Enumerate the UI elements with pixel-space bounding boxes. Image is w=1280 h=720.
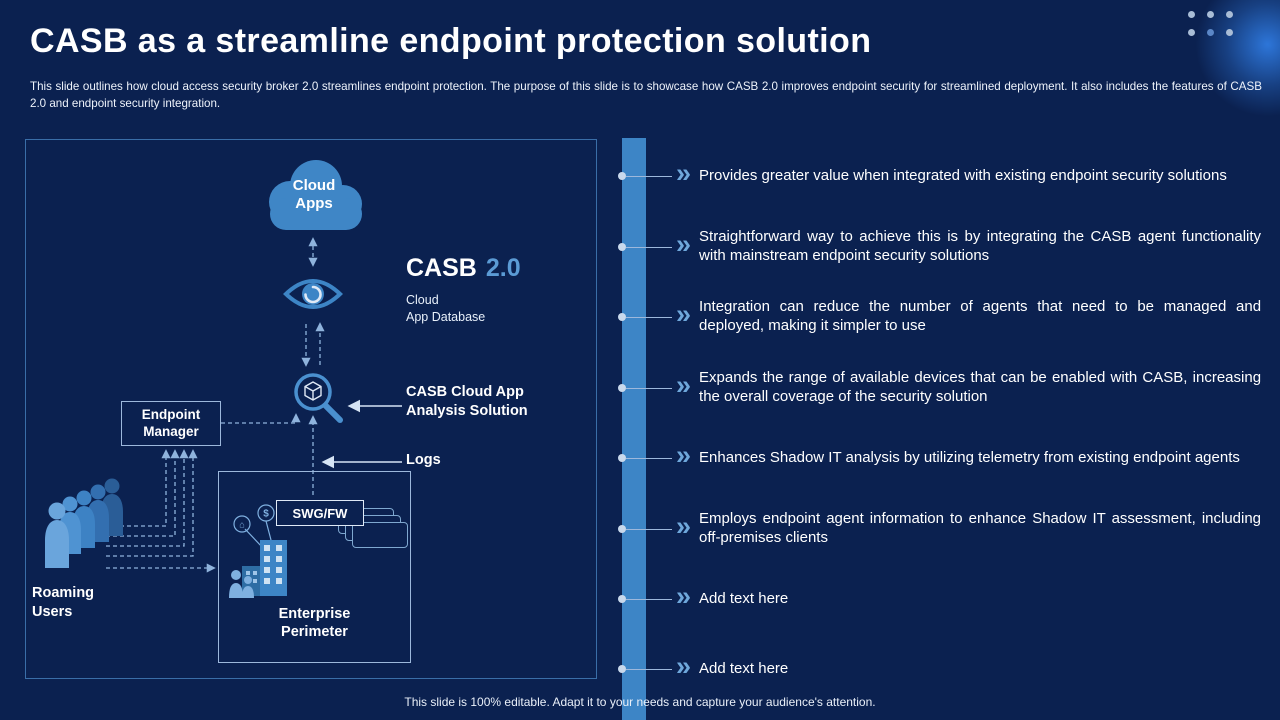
magnifier-cube-icon <box>294 373 343 423</box>
page-title: CASB as a streamline endpoint protection… <box>30 22 872 60</box>
connector-dot-icon <box>618 665 626 673</box>
chevron-icon: » <box>676 370 692 401</box>
feature-text: Provides greater value when integrated w… <box>699 166 1227 184</box>
connector-dot-icon <box>618 172 626 180</box>
feature-item: » Employs endpoint agent information to … <box>618 510 1278 548</box>
feature-text: Employs endpoint agent information to en… <box>699 510 1262 546</box>
roaming-users-label: Roaming Users <box>32 585 95 620</box>
connector-line <box>626 668 672 670</box>
svg-text:$: $ <box>263 509 269 520</box>
connector-line <box>626 316 672 318</box>
chevron-icon: » <box>676 651 692 682</box>
deco-dot <box>1188 29 1195 36</box>
feature-text: Straightforward way to achieve this is b… <box>699 228 1262 264</box>
connector-dot-icon <box>618 313 626 321</box>
eye-icon <box>283 279 343 309</box>
feature-item: » Provides greater value when integrated… <box>618 157 1278 195</box>
cloud-icon <box>269 160 362 230</box>
connector-dot-icon <box>618 454 626 462</box>
casb-label: CASB 2.0 <box>406 254 521 283</box>
feature-text: Enhances Shadow IT analysis by utilizing… <box>699 448 1240 466</box>
diagram-connectors <box>106 237 402 573</box>
deco-dots <box>1188 11 1233 36</box>
cloud-apps-label: Cloud Apps <box>292 177 336 212</box>
deco-dot <box>1207 11 1214 18</box>
connector-line <box>626 528 672 530</box>
chevron-icon: » <box>676 158 692 189</box>
feature-item: » Straightforward way to achieve this is… <box>618 228 1278 266</box>
casb-title: CASB <box>406 254 477 282</box>
cloud-apps-shape: Cloud Apps <box>254 152 374 237</box>
connector-dot-icon <box>618 384 626 392</box>
logs-label: Logs <box>406 452 441 468</box>
chevron-icon: » <box>676 581 692 612</box>
roaming-users-icon <box>45 478 123 568</box>
diagram-panel: Cloud Apps CASB 2.0 Cloud App Database C… <box>25 139 597 679</box>
connector-line <box>626 457 672 459</box>
slide-description: This slide outlines how cloud access sec… <box>30 80 1262 110</box>
feature-item: » Integration can reduce the number of a… <box>618 298 1278 336</box>
feature-item: » Expands the range of available devices… <box>618 369 1278 407</box>
connector-dot-icon <box>618 243 626 251</box>
chevron-icon: » <box>676 299 692 330</box>
chevron-icon: » <box>676 511 692 542</box>
connector-line <box>626 598 672 600</box>
connector-line <box>626 387 672 389</box>
deco-dot <box>1188 11 1195 18</box>
connector-line <box>626 175 672 177</box>
swg-fw-box: SWG/FW <box>276 500 364 526</box>
feature-text-placeholder[interactable]: Add text here <box>699 589 789 607</box>
deco-dot <box>1226 29 1233 36</box>
deco-dot <box>1226 11 1233 18</box>
svg-text:⌂: ⌂ <box>239 520 244 530</box>
casb-version: 2.0 <box>485 254 521 282</box>
feature-text: Integration can reduce the number of age… <box>699 298 1262 334</box>
connector-dot-icon <box>618 525 626 533</box>
feature-text: Expands the range of available devices t… <box>699 369 1262 405</box>
chevron-icon: » <box>676 440 692 471</box>
building-network-icon: $ ⌂ <box>229 504 287 598</box>
endpoint-manager-box: Endpoint Manager <box>121 401 221 446</box>
slide-footer: This slide is 100% editable. Adapt it to… <box>404 695 876 709</box>
enterprise-perimeter-box: Enterprise Perimeter <box>218 471 411 663</box>
cloud-app-database-label: Cloud App Database <box>406 293 486 324</box>
feature-item: » Enhances Shadow IT analysis by utilizi… <box>618 439 1278 477</box>
accent-bar <box>622 138 646 720</box>
feature-text-placeholder[interactable]: Add text here <box>699 659 789 677</box>
document-stack-icon <box>352 522 408 548</box>
feature-item: » Add text here <box>618 650 1278 688</box>
chevron-icon: » <box>676 229 692 260</box>
feature-item: » Add text here <box>618 580 1278 618</box>
enterprise-perimeter-label: Enterprise Perimeter <box>278 606 351 641</box>
deco-dot <box>1207 29 1214 36</box>
connector-line <box>626 246 672 248</box>
analysis-solution-label: CASB Cloud App Analysis Solution <box>406 384 528 420</box>
connector-dot-icon <box>618 595 626 603</box>
